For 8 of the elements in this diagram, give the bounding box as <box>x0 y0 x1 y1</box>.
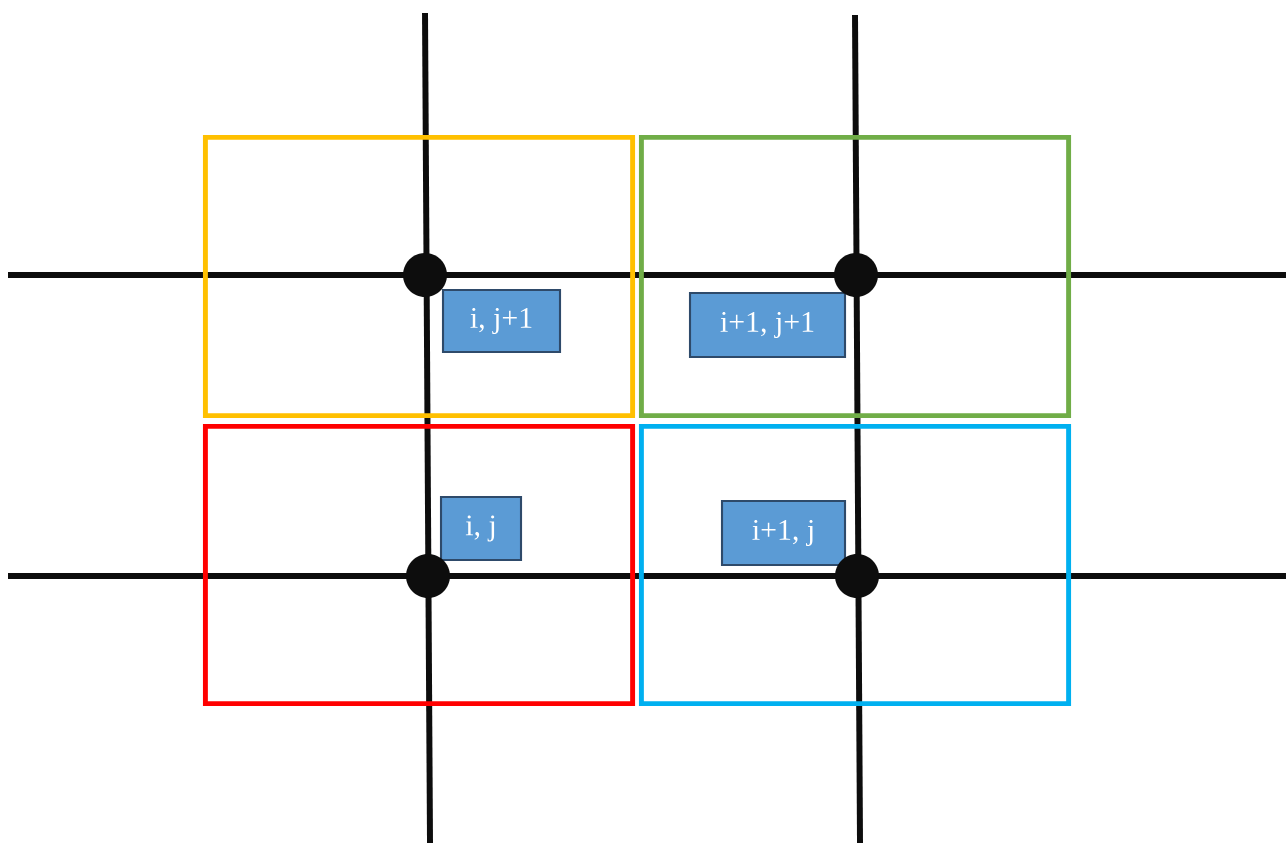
cell-outline <box>202 134 636 419</box>
cell-outline <box>638 423 1072 707</box>
cell-outline <box>202 423 636 707</box>
cell-label: i, j <box>439 495 523 562</box>
cell-label: i+1, j <box>720 499 847 567</box>
cell-label: i, j+1 <box>441 288 562 354</box>
cell-label: i+1, j+1 <box>688 291 847 359</box>
cell-outline <box>638 134 1072 419</box>
